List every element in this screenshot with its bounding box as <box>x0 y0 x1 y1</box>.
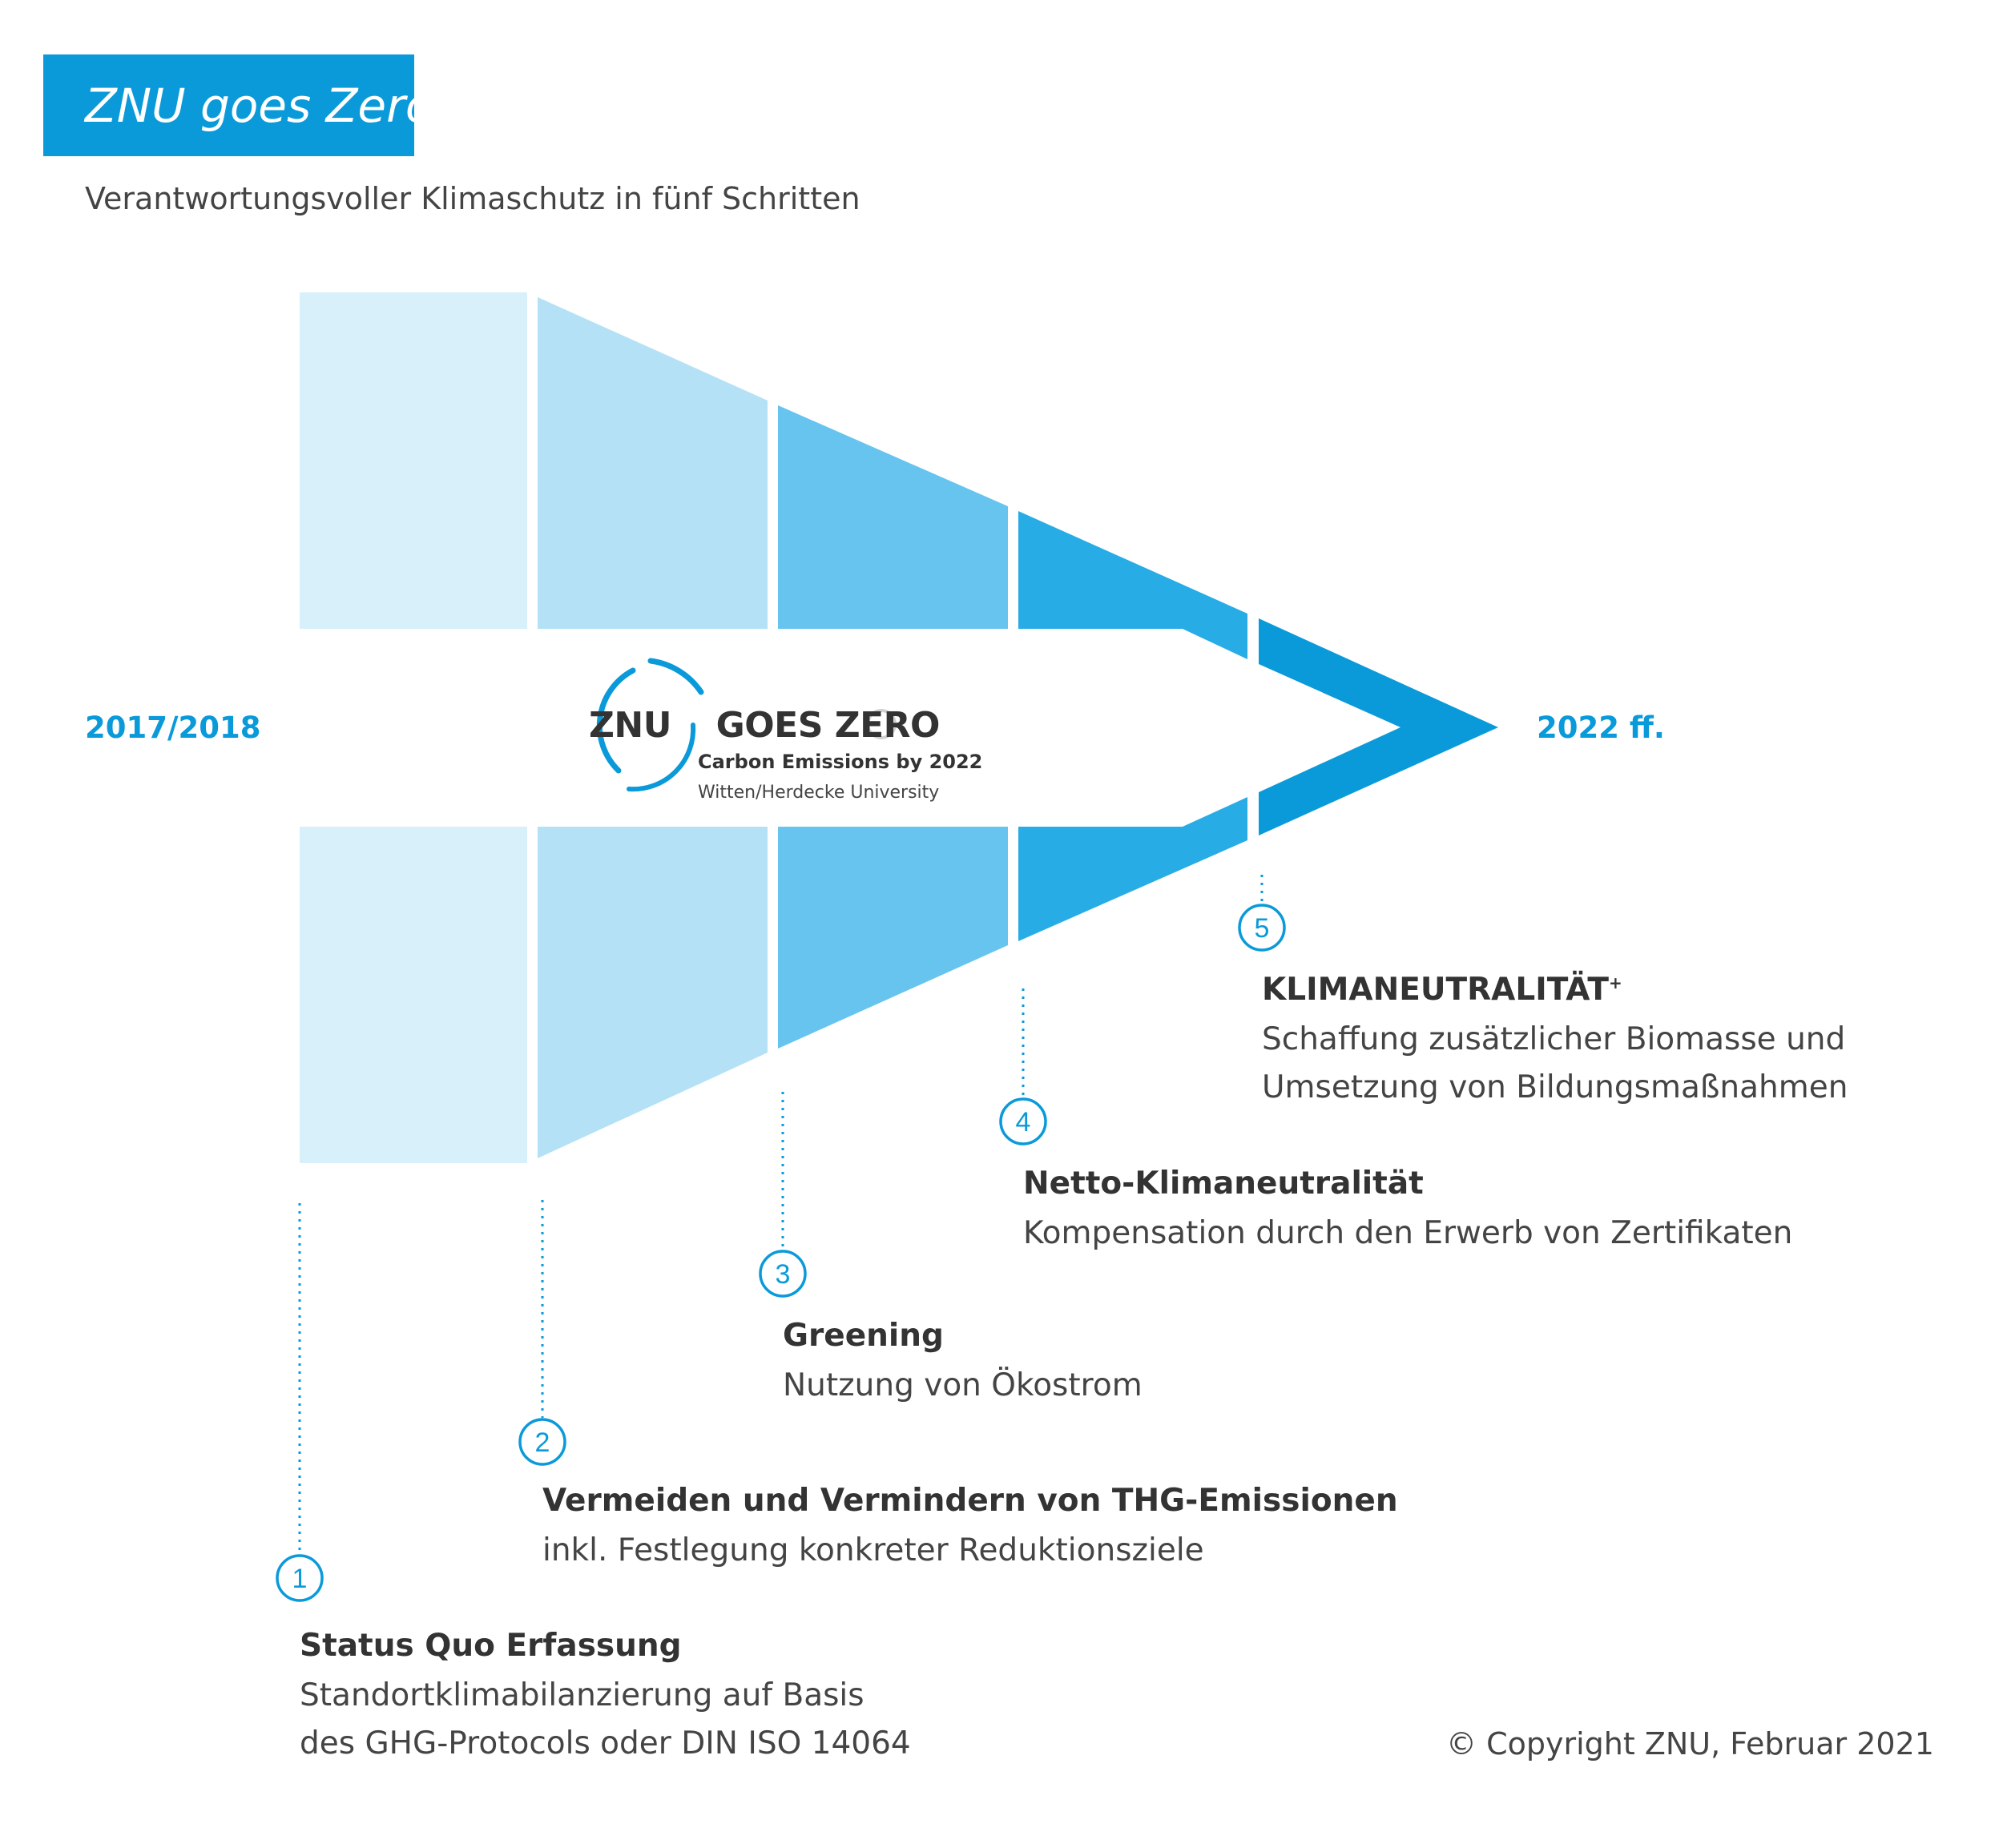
funnel-segment-1-bottom <box>300 827 527 1163</box>
step-5-title: KLIMANEUTRALITÄT <box>1262 972 1610 1008</box>
logo-university: Witten/Herdecke University <box>698 783 940 803</box>
logo-left-text: ZNU <box>589 705 671 746</box>
step-4-desc-line1: Kompensation durch den Erwerb von Zertif… <box>1023 1215 1793 1251</box>
step-2-title: Vermeiden und Vermindern von THG-Emissio… <box>542 1483 1398 1519</box>
step-3-number: 3 <box>776 1259 791 1290</box>
step-4-title: Netto-Klimaneutralität <box>1023 1166 1424 1202</box>
step-1-title: Status Quo Erfassung <box>300 1628 682 1664</box>
funnel-segment-4-top <box>1018 511 1247 659</box>
timeline-end-label: 2022 ff. <box>1537 711 1665 745</box>
funnel-segment-2-top <box>538 297 768 629</box>
step-1-circle <box>276 1554 324 1602</box>
step-3-text: Greening Nutzung von Ökostrom <box>783 1318 1143 1410</box>
step-3-circle <box>759 1250 807 1298</box>
step-3-desc-line1: Nutzung von Ökostrom <box>783 1367 1143 1403</box>
logo-swoosh-icon <box>596 658 704 792</box>
funnel-segment-3-bottom <box>778 827 1008 1049</box>
timeline-start-label: 2017/2018 <box>85 711 261 745</box>
step-1-text: Status Quo Erfassung Standortklimabilanz… <box>300 1628 911 1768</box>
step-1-desc-line1: Standortklimabilanzierung auf Basis <box>300 1677 864 1713</box>
step-5-title-row: KLIMANEUTRALITÄT+ <box>1262 972 1848 1008</box>
funnel-segment-4-bottom <box>1018 797 1247 941</box>
funnel-segment-1-top <box>300 292 527 629</box>
step-2-circle <box>518 1418 566 1466</box>
logo-right-text: GOES ZERO <box>715 705 941 746</box>
step-4-text: Netto-Klimaneutralität Kompensation durc… <box>1023 1166 1792 1258</box>
step-5-circle <box>1238 904 1286 952</box>
step-1-number: 1 <box>292 1564 308 1594</box>
funnel-segment-3-top <box>778 405 1008 629</box>
step-5-desc-line2: Umsetzung von Bildungsmaßnahmen <box>1262 1069 1848 1105</box>
page-subtitle: Verantwortungsvoller Klimaschutz in fünf… <box>85 181 860 216</box>
copyright-notice: © Copyright ZNU, Februar 2021 <box>1446 1726 1934 1761</box>
step-1-desc-line2: des GHG-Protocols oder DIN ISO 14064 <box>300 1725 911 1761</box>
step-5-text: KLIMANEUTRALITÄT+ Schaffung zusätzlicher… <box>1262 972 1848 1112</box>
step-5-desc-line1: Schaffung zusätzlicher Biomasse und <box>1262 1021 1846 1057</box>
page-title: ZNU goes Zero <box>85 78 434 133</box>
step-4-circle <box>999 1097 1047 1145</box>
step-2-number: 2 <box>535 1427 550 1458</box>
step-2-text: Vermeiden und Vermindern von THG-Emissio… <box>542 1483 1398 1575</box>
logo-wordmark: ZNU GOES ZERO <box>589 705 940 746</box>
logo-zero-mark-icon <box>866 709 897 739</box>
step-3-title: Greening <box>783 1318 944 1354</box>
step-5-title-sup: + <box>1609 973 1622 992</box>
logo-tagline: Carbon Emissions by 2022 <box>698 751 983 773</box>
step-4-number: 4 <box>1016 1107 1031 1137</box>
funnel-segment-5-tip <box>1259 618 1498 835</box>
funnel-segment-2-bottom <box>538 827 768 1158</box>
step-2-desc-line1: inkl. Festlegung konkreter Reduktionszie… <box>542 1532 1204 1568</box>
step-5-number: 5 <box>1255 913 1270 944</box>
title-banner: ZNU goes Zero <box>43 54 433 156</box>
